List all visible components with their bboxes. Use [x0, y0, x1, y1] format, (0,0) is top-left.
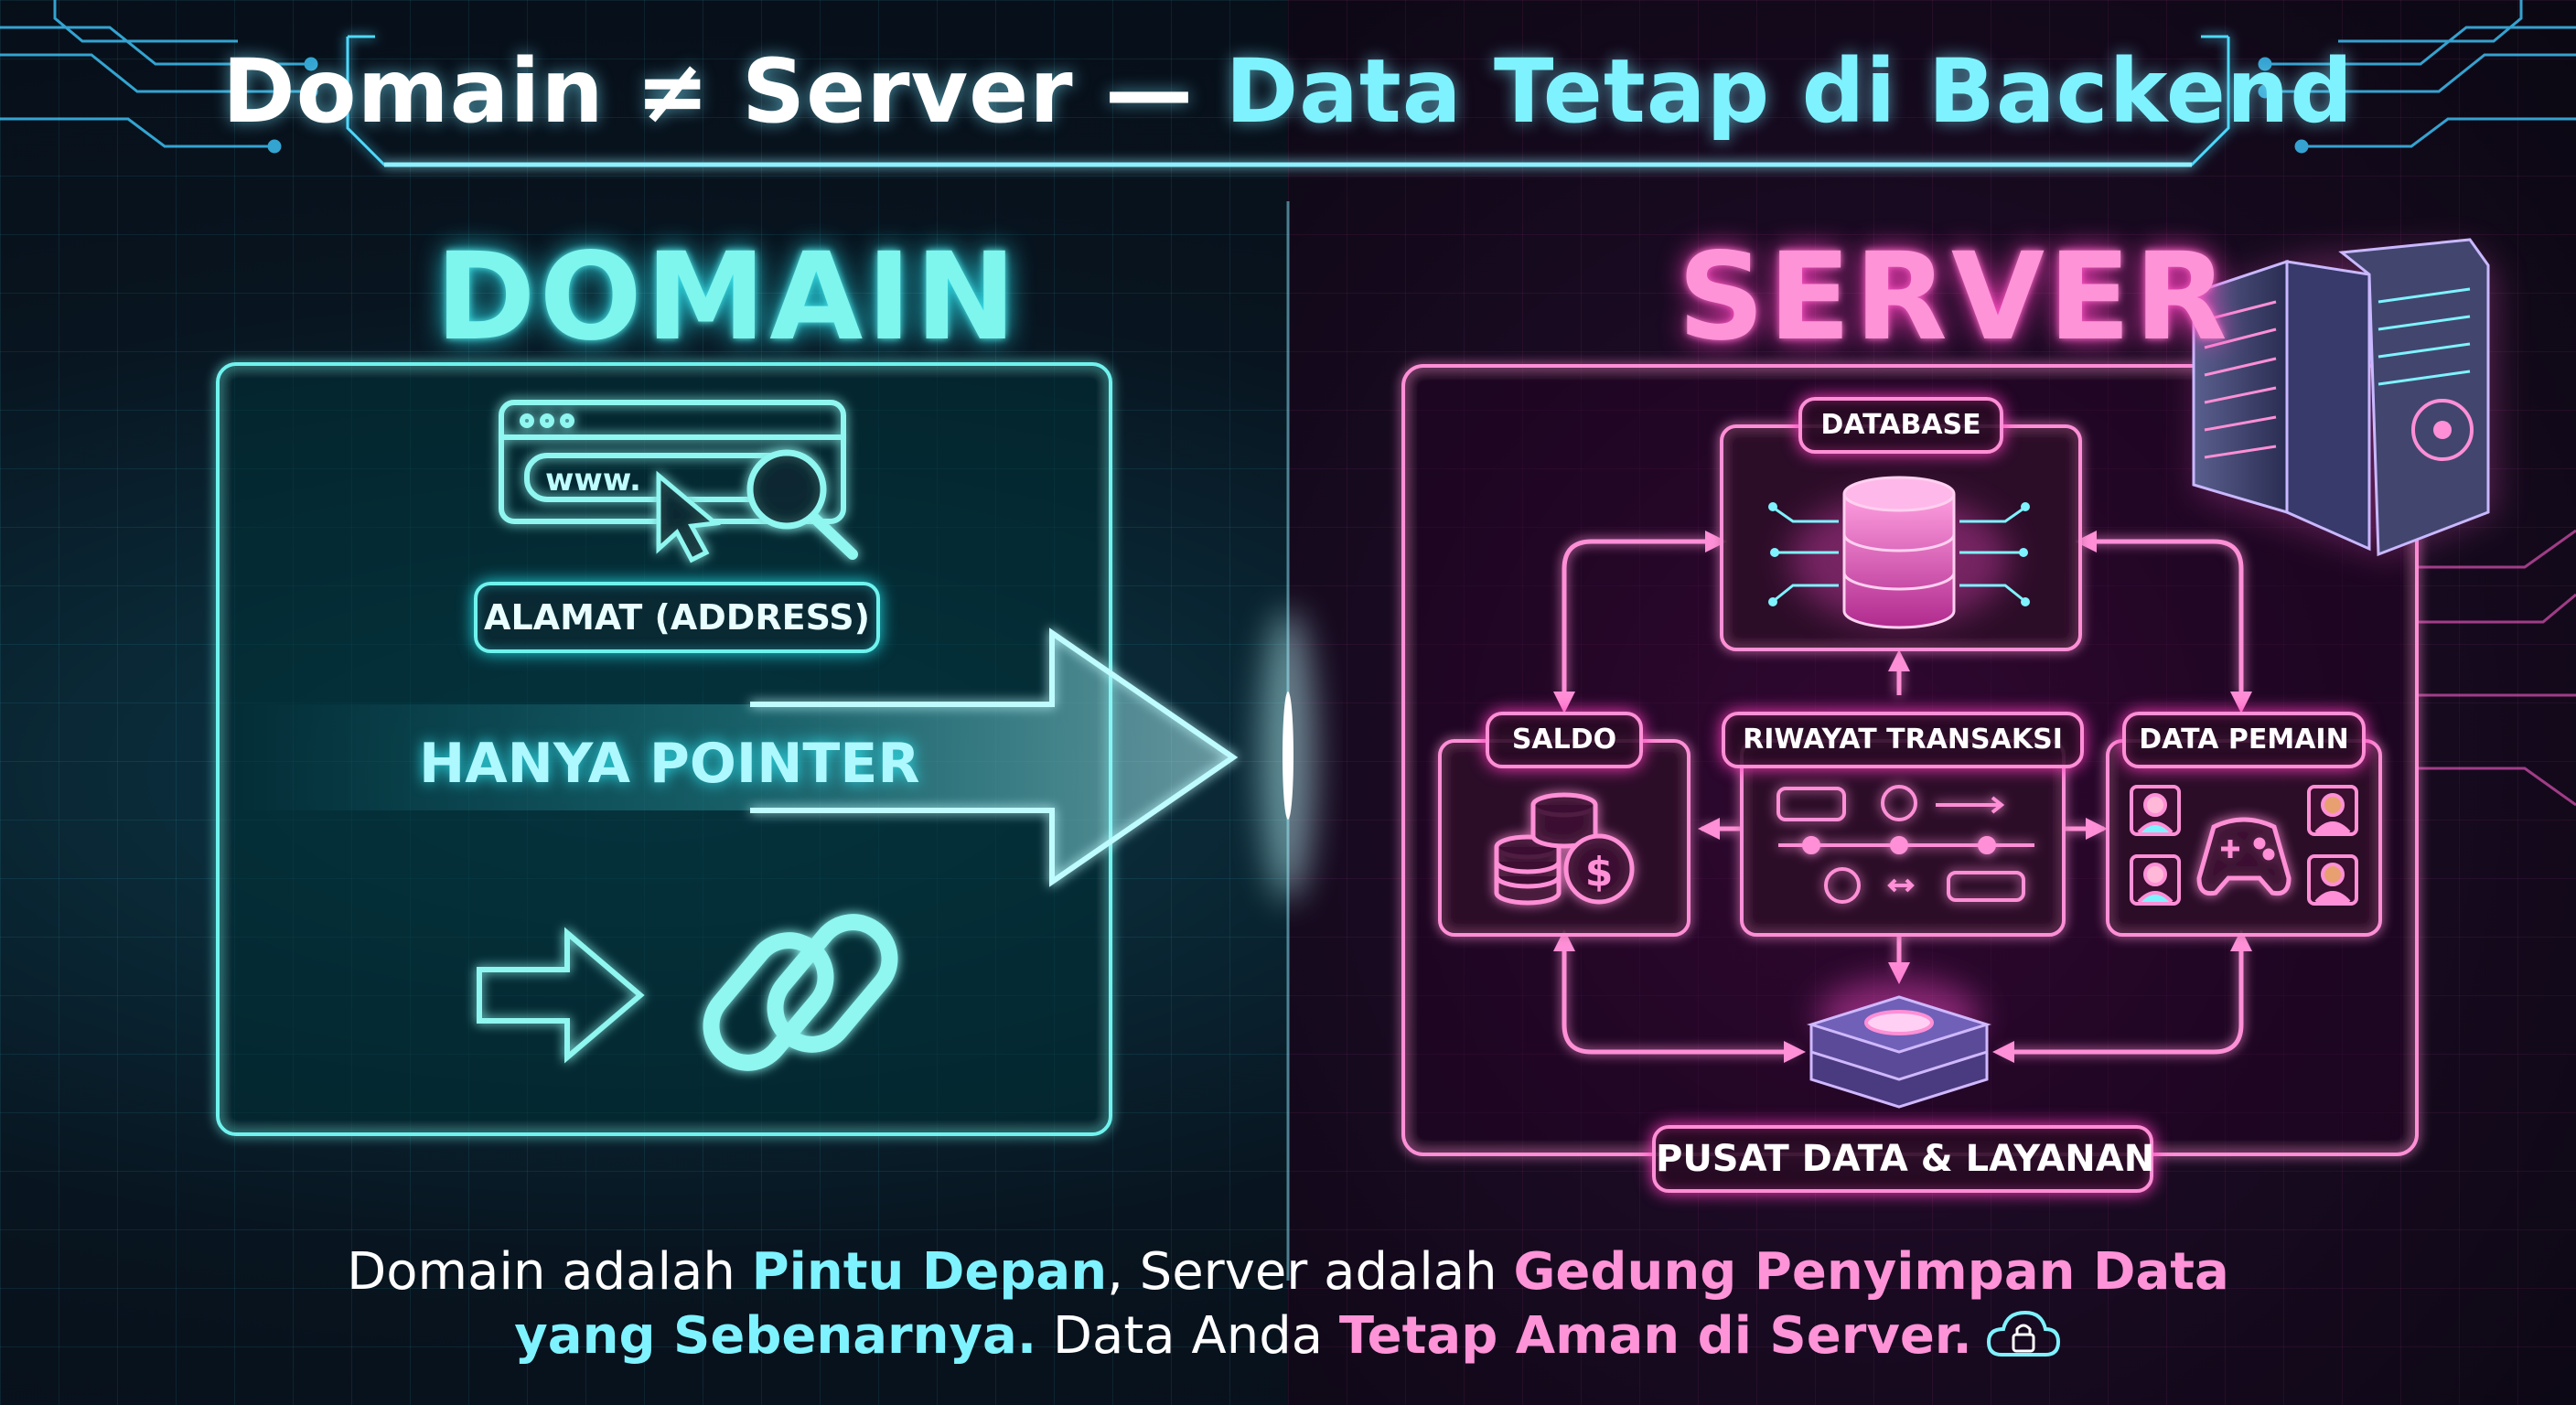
connector-arrowheads: [1553, 531, 2252, 1063]
caption-text: Domain adalah: [347, 1242, 752, 1302]
dollar-sign-icon: $: [1585, 849, 1614, 896]
server-heading: SERVER: [1678, 227, 2231, 368]
saldo-label: SALDO: [1486, 712, 1643, 768]
cursor-icon: [656, 470, 722, 563]
database-icon: [1768, 476, 2030, 629]
caption-text: , Server adalah: [1107, 1242, 1514, 1302]
center-divider: [1261, 201, 1315, 1281]
pointer-arrow: [238, 627, 1239, 887]
riwayat-label: RIWAYAT TRANSAKSI: [1722, 712, 2084, 768]
pusat-data-label: PUSAT DATA & LAYANAN: [1652, 1125, 2154, 1193]
caption-line-2: yang Sebenarnya. Data Anda Tetap Aman di…: [0, 1306, 2576, 1375]
domain-heading: DOMAIN: [435, 227, 1020, 368]
caption-highlight: Gedung Penyimpan Data: [1513, 1242, 2229, 1302]
title-part2: Data Tetap di Backend: [1194, 40, 2354, 143]
coins-icon: [1494, 792, 1635, 906]
url-text: www.: [545, 462, 641, 499]
chain-link-icon: [703, 914, 898, 1071]
circuit-traces-left: [0, 0, 318, 154]
circuit-traces-right: [2258, 0, 2576, 154]
caption-highlight: yang Sebenarnya.: [514, 1306, 1037, 1366]
cloud-lock-icon: [1985, 1309, 2062, 1375]
caption-highlight: Tetap Aman di Server.: [1338, 1306, 1972, 1366]
server-connectors: [1562, 539, 2244, 1055]
title-part1: Domain ≠ Server —: [221, 40, 1195, 143]
pointer-label: HANYA POINTER: [419, 732, 920, 796]
gamepad-icon: [2196, 817, 2292, 896]
caption-text: Data Anda: [1036, 1306, 1339, 1366]
database-label: DATABASE: [1798, 397, 2003, 454]
server-rack-icon: [2192, 238, 2497, 558]
caption-highlight: Pintu Depan: [751, 1242, 1108, 1302]
page-title: Domain ≠ Server — Data Tetap di Backend: [0, 40, 2576, 143]
outline-arrow-icon: [477, 927, 645, 1064]
transaction-flow-icon: [1776, 785, 2034, 904]
address-label: ALAMAT (ADDRESS): [474, 582, 880, 653]
data-hub-icon: [1806, 979, 1992, 1109]
circuit-traces-pink: [2415, 529, 2576, 807]
caption-line-1: Domain adalah Pintu Depan, Server adalah…: [0, 1242, 2576, 1302]
title-frame: [346, 35, 2230, 167]
magnifier-icon: [746, 449, 858, 560]
data-pemain-label: DATA PEMAIN: [2122, 712, 2366, 768]
avatar-icon: [2130, 785, 2358, 906]
